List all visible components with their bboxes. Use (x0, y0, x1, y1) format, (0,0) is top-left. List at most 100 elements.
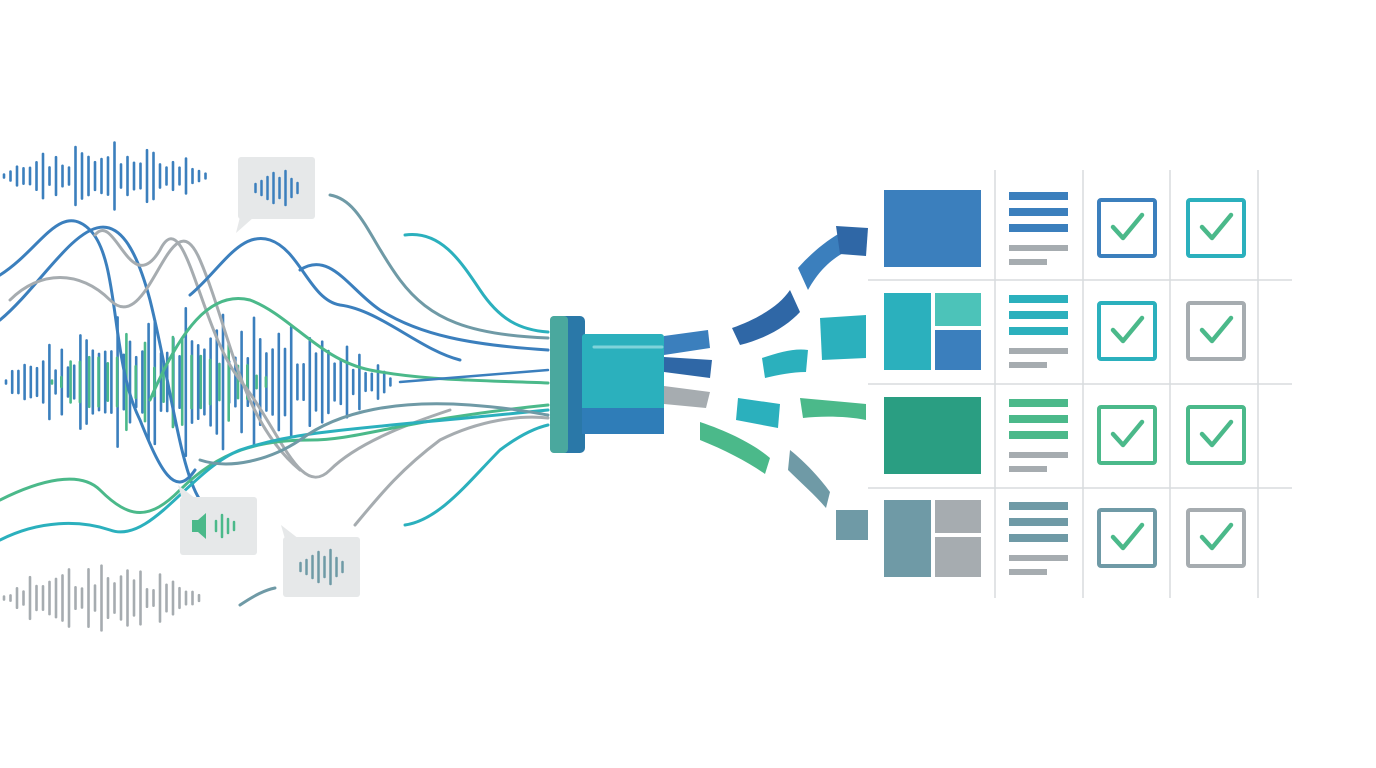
checkmark-icon (1186, 198, 1246, 258)
grid-row (884, 293, 1246, 370)
text-line (1009, 259, 1047, 265)
text-line (1009, 399, 1068, 407)
text-line (1009, 327, 1068, 335)
signal-line (403, 232, 550, 334)
grid-row (884, 190, 1246, 267)
text-line (1009, 295, 1068, 303)
top-waveform (2, 141, 207, 211)
thumbnail-split-layout (884, 500, 981, 577)
bubble-body (283, 537, 360, 597)
audio-waveforms (2, 141, 392, 632)
data-ribbon (788, 450, 830, 508)
flowing-signal-lines (0, 193, 550, 607)
text-line (1009, 452, 1068, 458)
checkbox-frame (1186, 301, 1246, 361)
check-mark (1199, 212, 1234, 241)
data-ribbon (736, 398, 780, 428)
checkmark-icon (1186, 405, 1246, 465)
check-mark (1110, 212, 1145, 241)
data-ribbon (836, 510, 868, 540)
checkbox-frame (1097, 301, 1157, 361)
thumbnail-main (884, 293, 931, 370)
audio-waveform-bubble-icon (281, 525, 360, 597)
data-ribbon (820, 315, 866, 360)
signal-line (298, 263, 550, 352)
signal-line (8, 239, 302, 472)
text-line (1009, 362, 1047, 368)
text-line (1009, 208, 1068, 216)
text-line (1009, 245, 1068, 251)
thumbnail-bottom (935, 330, 981, 370)
grid-row (884, 397, 1246, 474)
text-lines (1009, 192, 1068, 265)
checkmark-icon (1097, 405, 1157, 465)
audio-waveform-bubble-icon (236, 157, 315, 233)
checkmark-icon (1097, 198, 1157, 258)
check-mark (1110, 419, 1145, 448)
text-line (1009, 192, 1068, 200)
signal-line (353, 415, 550, 527)
checkmark-icon (1097, 508, 1157, 568)
checkmark-icon (1186, 301, 1246, 361)
text-line (1009, 518, 1068, 526)
thumbnail-top (935, 293, 981, 326)
thumbnail-bottom (935, 537, 981, 577)
data-ribbon (664, 330, 710, 355)
signal-line (0, 219, 197, 484)
thumbnail-block (884, 397, 981, 474)
checkmark-icon (1097, 301, 1157, 361)
check-mark (1199, 522, 1234, 551)
text-line (1009, 466, 1047, 472)
bubble-body (180, 497, 257, 555)
checkbox-frame (1097, 508, 1157, 568)
audio-bubbles (178, 157, 360, 597)
signal-line (0, 403, 550, 514)
signal-line (328, 193, 550, 340)
checkbox-frame (1186, 508, 1246, 568)
text-line (1009, 555, 1068, 561)
signal-line (403, 423, 550, 527)
converter-body-lower (582, 408, 664, 434)
audio-to-data-converter-icon (550, 316, 664, 453)
text-line (1009, 348, 1068, 354)
checkbox-frame (1097, 405, 1157, 465)
text-line (1009, 311, 1068, 319)
text-line (1009, 224, 1068, 232)
data-ribbon (762, 349, 808, 378)
checkbox-frame (1186, 198, 1246, 258)
signal-line (238, 586, 277, 607)
check-mark (1199, 419, 1234, 448)
signal-line (93, 229, 452, 479)
signal-line (0, 225, 202, 502)
data-ribbon (836, 226, 868, 256)
bubble-tail (281, 525, 299, 539)
check-mark (1199, 315, 1234, 344)
thumbnail-main (884, 500, 931, 577)
structured-data-grid (868, 170, 1292, 598)
checkmark-icon (1186, 508, 1246, 568)
speaker-volume-bubble-icon (178, 485, 257, 555)
check-mark (1110, 315, 1145, 344)
bubble-tail (236, 217, 254, 233)
data-ribbon (800, 398, 866, 420)
data-ribbon (798, 232, 845, 290)
signal-line (188, 236, 462, 362)
text-line (1009, 569, 1047, 575)
data-ribbon (700, 422, 770, 474)
text-line (1009, 415, 1068, 423)
bubble-tail (178, 485, 196, 499)
thumbnail-split-layout (884, 293, 981, 370)
center-waveform (4, 306, 392, 458)
text-line (1009, 431, 1068, 439)
data-ribbons (664, 226, 868, 540)
signal-line (398, 368, 550, 384)
checkbox-frame (1186, 405, 1246, 465)
signal-line (0, 408, 550, 542)
converter-cap-highlight (550, 316, 568, 453)
bottom-waveform (2, 564, 201, 632)
text-line (1009, 502, 1068, 510)
signal-line (198, 402, 550, 466)
text-lines (1009, 399, 1068, 472)
thumbnail-top (935, 500, 981, 533)
